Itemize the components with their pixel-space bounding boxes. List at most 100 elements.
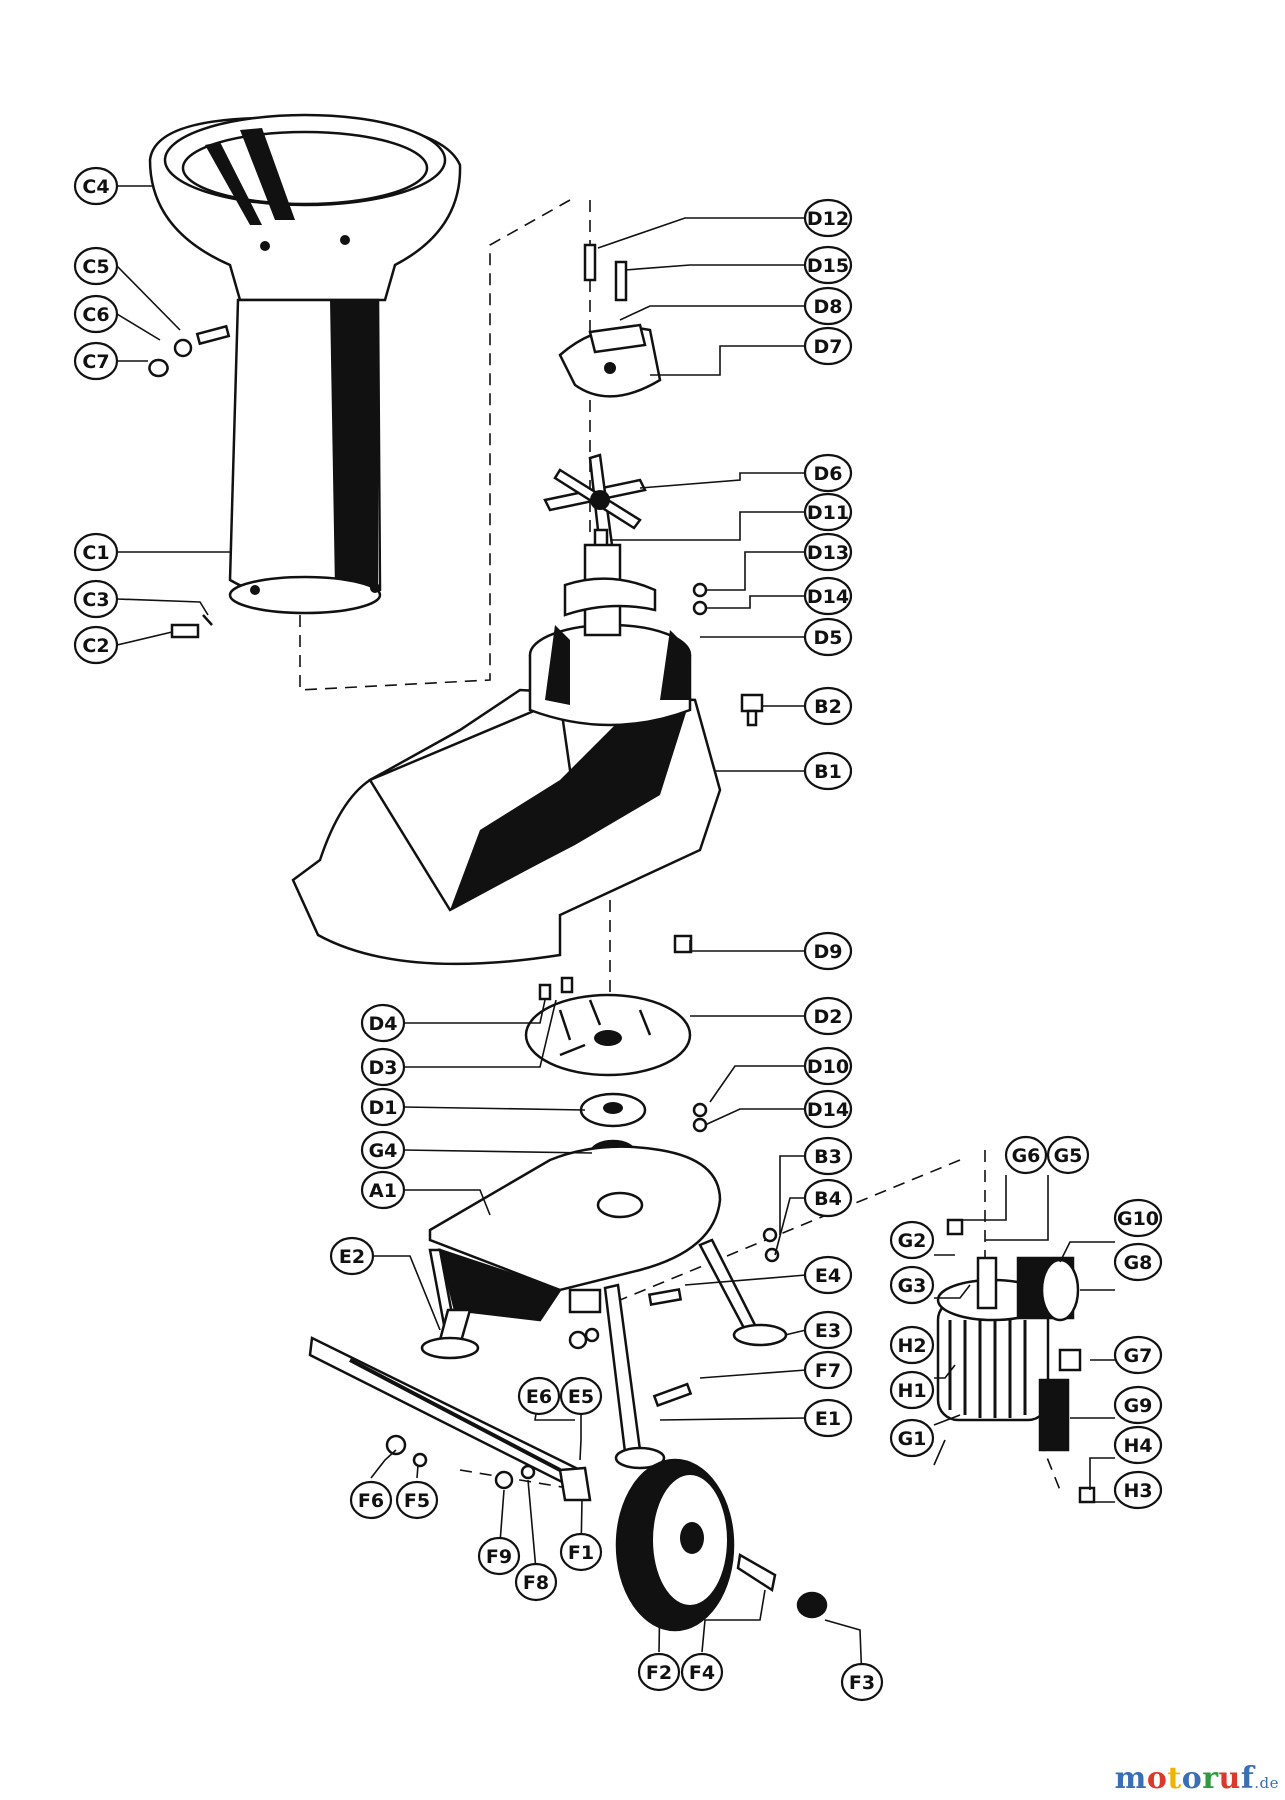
callout-D14-upper-text: D14 bbox=[807, 586, 849, 608]
watermark-letter: u bbox=[1218, 1761, 1241, 1796]
callout-G7-text: G7 bbox=[1124, 1345, 1153, 1367]
callout-D3: D3 bbox=[360, 1047, 406, 1087]
callout-F7: F7 bbox=[803, 1350, 853, 1390]
callout-E1: E1 bbox=[803, 1398, 853, 1438]
callout-D13: D13 bbox=[803, 532, 853, 572]
callout-D5: D5 bbox=[803, 617, 853, 657]
callout-G10: G10 bbox=[1113, 1198, 1163, 1238]
callout-G8: G8 bbox=[1113, 1242, 1163, 1282]
cutting-disc-part bbox=[524, 934, 693, 1167]
callout-D3-text: D3 bbox=[369, 1057, 398, 1079]
callout-A1-text: A1 bbox=[369, 1180, 397, 1202]
callout-D6-text: D6 bbox=[814, 463, 843, 485]
callout-G9: G9 bbox=[1113, 1385, 1163, 1425]
callout-D7-text: D7 bbox=[814, 336, 843, 358]
callout-D1: D1 bbox=[360, 1087, 406, 1127]
callout-D13-text: D13 bbox=[807, 542, 849, 564]
motor-part bbox=[936, 1218, 1096, 1504]
callout-F5-text: F5 bbox=[404, 1490, 430, 1512]
callout-B4-text: B4 bbox=[814, 1188, 842, 1210]
callout-H2-text: H2 bbox=[897, 1335, 926, 1357]
callout-C3-text: C3 bbox=[82, 589, 109, 611]
callout-G5: G5 bbox=[1046, 1135, 1090, 1175]
callout-D14-upper: D14 bbox=[803, 576, 853, 616]
callout-G4-text: G4 bbox=[369, 1140, 398, 1162]
callout-E1-text: E1 bbox=[815, 1408, 841, 1430]
callout-G3-text: G3 bbox=[898, 1275, 927, 1297]
callout-D12: D12 bbox=[803, 198, 853, 238]
callout-G9-text: G9 bbox=[1124, 1395, 1153, 1417]
callout-C6: C6 bbox=[73, 294, 119, 334]
callout-C7: C7 bbox=[73, 341, 119, 381]
axle-bar-part bbox=[308, 1336, 592, 1502]
cutter-housing-part bbox=[291, 543, 764, 966]
callout-G1: G1 bbox=[889, 1418, 935, 1458]
callout-C5: C5 bbox=[73, 246, 119, 286]
callout-F6-text: F6 bbox=[358, 1490, 384, 1512]
callout-D10: D10 bbox=[803, 1046, 853, 1086]
watermark-letter: o bbox=[1181, 1761, 1203, 1796]
callout-C2: C2 bbox=[73, 625, 119, 665]
callout-F3: F3 bbox=[840, 1662, 884, 1702]
callout-E3-text: E3 bbox=[815, 1320, 841, 1342]
watermark-letter: t bbox=[1167, 1761, 1182, 1796]
callout-G5-text: G5 bbox=[1054, 1145, 1083, 1167]
callout-D9: D9 bbox=[803, 931, 853, 971]
callout-D1-text: D1 bbox=[369, 1097, 398, 1119]
callout-C4-text: C4 bbox=[82, 176, 109, 198]
callout-D14-lower-text: D14 bbox=[807, 1099, 849, 1121]
watermark-letter: m bbox=[1114, 1761, 1147, 1796]
callout-H2: H2 bbox=[889, 1325, 935, 1365]
callout-E5: E5 bbox=[559, 1376, 603, 1416]
callout-B3: B3 bbox=[803, 1136, 853, 1176]
callout-H4-text: H4 bbox=[1123, 1435, 1152, 1457]
callout-F4: F4 bbox=[680, 1652, 724, 1692]
callout-C3: C3 bbox=[73, 579, 119, 619]
motoruf-watermark: motoruf.de bbox=[1115, 1761, 1279, 1796]
callout-D15-text: D15 bbox=[807, 255, 849, 277]
callout-G4: G4 bbox=[360, 1130, 406, 1170]
callout-F8-text: F8 bbox=[523, 1572, 549, 1594]
callout-H3-text: H3 bbox=[1123, 1480, 1152, 1502]
callout-D6: D6 bbox=[803, 453, 853, 493]
callout-D11-text: D11 bbox=[807, 502, 849, 524]
callout-B1-text: B1 bbox=[814, 761, 842, 783]
rotor-star-part bbox=[543, 453, 647, 550]
callout-H4: H4 bbox=[1113, 1425, 1163, 1465]
callout-F3-text: F3 bbox=[849, 1672, 875, 1694]
callout-F2: F2 bbox=[637, 1652, 681, 1692]
callout-F6: F6 bbox=[349, 1480, 393, 1520]
callout-B3-text: B3 bbox=[814, 1146, 842, 1168]
frame-part bbox=[420, 1145, 788, 1470]
callout-B2-text: B2 bbox=[814, 696, 842, 718]
callout-F5: F5 bbox=[395, 1480, 439, 1520]
watermark-letter: f bbox=[1240, 1761, 1255, 1796]
callout-G1-text: G1 bbox=[898, 1428, 927, 1450]
callout-D4: D4 bbox=[360, 1003, 406, 1043]
watermark-letter: o bbox=[1146, 1761, 1168, 1796]
callout-D7: D7 bbox=[803, 326, 853, 366]
callout-F7-text: F7 bbox=[815, 1360, 841, 1382]
callout-D15: D15 bbox=[803, 245, 853, 285]
hopper-funnel-part bbox=[148, 113, 462, 302]
callout-F8: F8 bbox=[514, 1562, 558, 1602]
callout-D2: D2 bbox=[803, 996, 853, 1036]
callout-G2-text: G2 bbox=[898, 1230, 927, 1252]
callout-C4: C4 bbox=[73, 166, 119, 206]
callout-H1: H1 bbox=[889, 1370, 935, 1410]
callout-H1-text: H1 bbox=[897, 1380, 926, 1402]
callout-C1: C1 bbox=[73, 532, 119, 572]
callout-E2: E2 bbox=[329, 1236, 375, 1276]
callout-F2-text: F2 bbox=[646, 1662, 672, 1684]
callout-D11: D11 bbox=[803, 492, 853, 532]
watermark-letter: r bbox=[1202, 1761, 1219, 1796]
callout-D2-text: D2 bbox=[814, 1006, 843, 1028]
callout-G7: G7 bbox=[1113, 1335, 1163, 1375]
blade-holder-part bbox=[558, 243, 662, 398]
callout-G3: G3 bbox=[889, 1265, 935, 1305]
callout-D8-text: D8 bbox=[814, 296, 843, 318]
callout-E3: E3 bbox=[803, 1310, 853, 1350]
callout-E6: E6 bbox=[517, 1376, 561, 1416]
callout-G10-text: G10 bbox=[1117, 1208, 1159, 1230]
